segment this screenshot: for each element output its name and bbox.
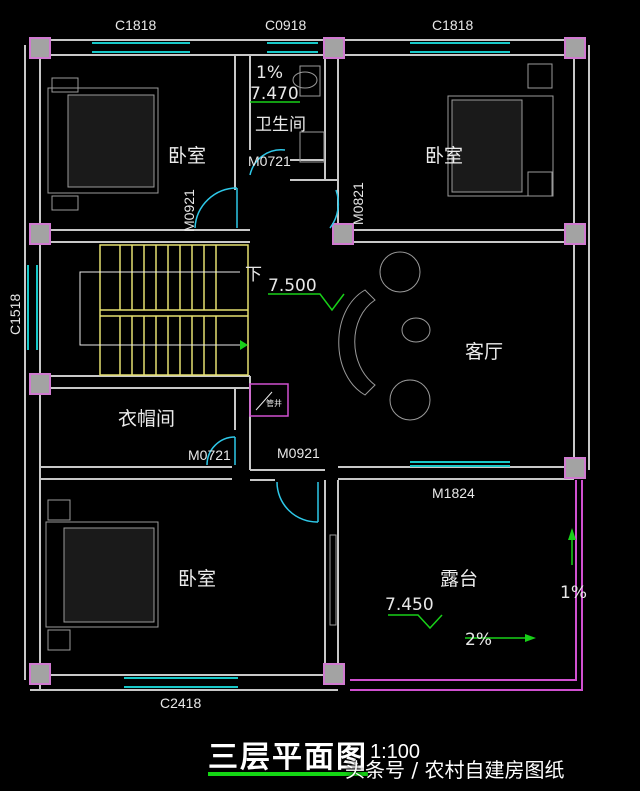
door-label-bedroom-top-left: M0921 — [181, 189, 197, 232]
room-wardrobe: 衣帽间 — [118, 408, 175, 430]
room-living: 客厅 — [465, 341, 503, 363]
stair-arrow-head — [240, 340, 248, 350]
window-label-top-middle: C0918 — [265, 17, 306, 33]
bath-slope: 1% — [256, 63, 283, 83]
room-bathroom: 卫生间 — [255, 115, 306, 135]
bath-elevation: 7.470 — [250, 84, 299, 104]
terrace-railing — [350, 480, 583, 691]
door-label-bedroom-top-right: M0821 — [350, 182, 366, 225]
staircase — [99, 244, 249, 376]
terrace-slope: 2% — [465, 630, 492, 650]
terrace-slope-arrow — [525, 634, 536, 642]
drawing-scale: 1:100 — [370, 741, 421, 763]
room-terrace: 露台 — [440, 568, 478, 590]
room-bedroom-bottom: 卧室 — [178, 568, 216, 590]
elevation-marks — [250, 101, 573, 639]
room-bedroom-top-left: 卧室 — [168, 145, 206, 167]
door-label-terrace: M1824 — [432, 485, 475, 501]
drain-slope-arrow — [568, 528, 576, 540]
columns — [29, 37, 586, 685]
floor-elevation: 7.500 — [268, 276, 317, 296]
utility-shaft — [249, 383, 289, 417]
watermark: 头条号 / 农村自建房图纸 — [345, 758, 565, 782]
door-label-bath: M0721 — [248, 153, 291, 169]
window-label-top-left: C1818 — [115, 17, 156, 33]
shaft-label: 管井 — [266, 398, 282, 408]
shaft-diagonal — [255, 391, 273, 411]
stair-direction-arrow — [79, 271, 240, 346]
door-label-wardrobe: M0721 — [188, 447, 231, 463]
window-label-top-right: C1818 — [432, 17, 473, 33]
door-label-bedroom-bottom: M0921 — [277, 445, 320, 461]
windows — [27, 42, 510, 688]
window-label-left: C1518 — [7, 294, 23, 335]
terrace-elevation: 7.450 — [385, 595, 434, 615]
window-label-bottom: C2418 — [160, 695, 201, 711]
drain-slope: 1% — [560, 583, 587, 603]
doors — [194, 149, 340, 523]
furniture — [45, 63, 554, 651]
room-bedroom-top-right: 卧室 — [425, 145, 463, 167]
drawing-title: 三层平面图 — [208, 740, 368, 775]
title-underline — [208, 772, 368, 776]
stair-down-label: 下 — [245, 265, 262, 285]
